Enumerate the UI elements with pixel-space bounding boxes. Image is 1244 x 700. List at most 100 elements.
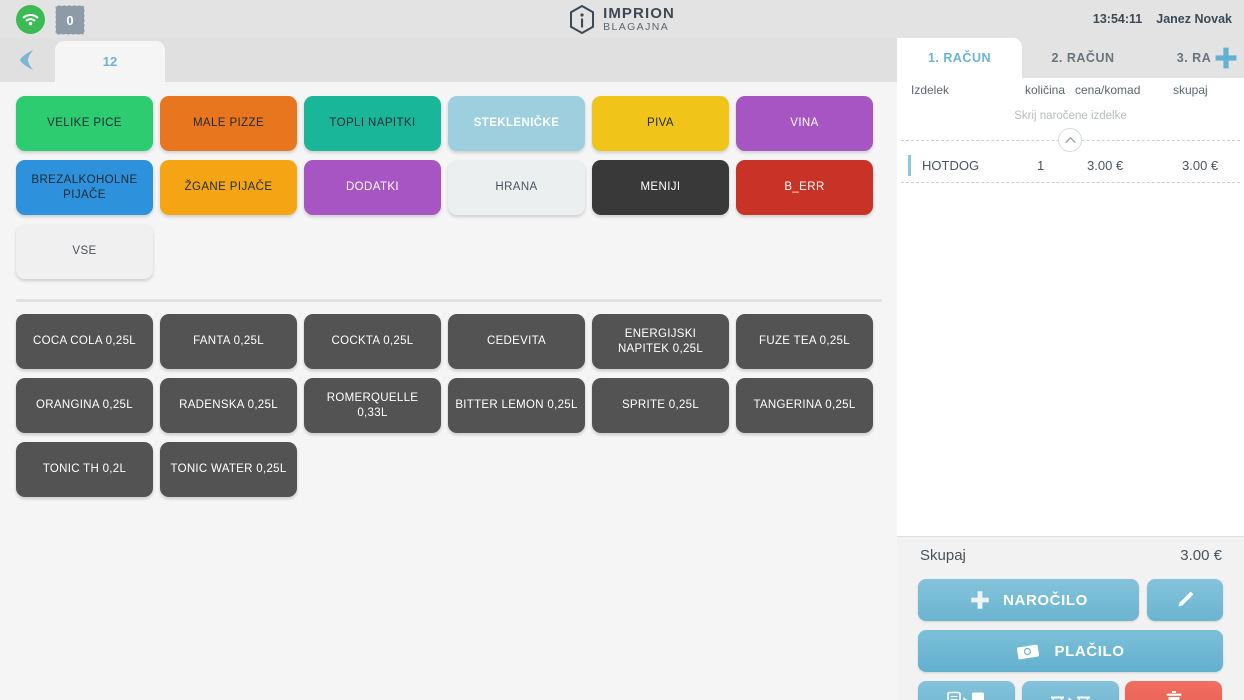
- receipt-panel: 3. RA 2. RAČUN 1. RAČUN Izdelek količina c…: [897, 38, 1244, 700]
- order-button[interactable]: NAROČILO: [918, 579, 1139, 621]
- payment-button[interactable]: PLAČILO: [918, 630, 1223, 672]
- column-header-total: skupaj: [1173, 83, 1208, 97]
- category-button[interactable]: PIVA: [592, 96, 729, 151]
- order-button-label: NAROČILO: [1003, 591, 1088, 609]
- hide-ordered-items-label[interactable]: Skrij naročene izdelke: [1014, 110, 1127, 122]
- pencil-icon: [1178, 591, 1194, 607]
- receipt-tab-label: 2. RAČUN: [1051, 51, 1115, 65]
- product-button-label: RADENSKA 0,25L: [179, 399, 278, 412]
- order-line-name: HOTDOG: [922, 158, 980, 173]
- brand-subtitle: BLAGAJNA: [603, 20, 670, 33]
- receipt-tab[interactable]: 1. RAČUN: [897, 38, 1022, 78]
- product-button-label: TONIC TH 0,2L: [42, 463, 127, 476]
- receipt-tab-label: 3. RA: [1176, 51, 1212, 65]
- product-button[interactable]: TONIC TH 0,2L: [16, 442, 153, 497]
- category-button[interactable]: DODATKI: [304, 160, 441, 215]
- category-button[interactable]: VELIKE PICE: [16, 96, 153, 151]
- product-grid: COCA COLA 0,25L FANTA 0,25L COCKTA 0,25L CE…: [16, 314, 882, 497]
- product-button[interactable]: TONIC WATER 0,25L: [160, 442, 297, 497]
- product-button[interactable]: ROMERQUELLE 0,33L: [304, 378, 441, 433]
- receipt-tab-label: 1. RAČUN: [927, 51, 992, 65]
- dashed-separator: [901, 182, 1240, 183]
- category-button[interactable]: VINA: [736, 96, 873, 151]
- product-button[interactable]: ORANGINA 0,25L: [16, 378, 153, 433]
- clock: 13:54:11: [1092, 12, 1143, 26]
- brand-logo-group: IMPRION BLAGAJNA: [0, 0, 1244, 38]
- category-button-label: TOPLI NAPITKI: [329, 117, 416, 130]
- product-button[interactable]: FANTA 0,25L: [160, 314, 297, 369]
- total-row: Skupaj 3.00 €: [897, 547, 1244, 573]
- wifi-icon[interactable]: [16, 5, 45, 34]
- category-button[interactable]: HRANA: [448, 160, 585, 215]
- category-button[interactable]: TOPLI NAPITKI: [304, 96, 441, 151]
- split-receipt-icon: [946, 691, 984, 700]
- column-header-qty: količina: [1025, 83, 1066, 97]
- total-value: 3.00 €: [1180, 547, 1222, 564]
- edit-order-button[interactable]: [1147, 579, 1223, 621]
- hexagon-logo-icon: [570, 4, 595, 34]
- category-button[interactable]: STEKLENIČKE: [448, 96, 585, 151]
- back-arrow-icon[interactable]: [12, 46, 40, 74]
- product-button[interactable]: SPRITE 0,25L: [592, 378, 729, 433]
- order-line-total: 3.00 €: [1182, 158, 1219, 173]
- user-name: Janez Novak: [1156, 12, 1232, 26]
- table-tab-12[interactable]: 12: [55, 41, 165, 82]
- category-button-label: B_ERR: [784, 181, 825, 194]
- product-button-label: TANGERINA 0,25L: [753, 399, 856, 412]
- product-button-label: COCA COLA 0,25L: [33, 335, 136, 348]
- receipt-tab-bar: 3. RA 2. RAČUN 1. RAČUN: [897, 38, 1244, 78]
- product-button[interactable]: COCA COLA 0,25L: [16, 314, 153, 369]
- product-button[interactable]: FUZE TEA 0,25L: [736, 314, 873, 369]
- product-button-label: BITTER LEMON 0,25L: [455, 399, 578, 412]
- category-button-label: PIVA: [647, 117, 674, 130]
- category-button-label: ŽGANE PIJAČE: [184, 181, 273, 194]
- move-table-button[interactable]: [1022, 681, 1119, 700]
- table-tab-label: 12: [102, 54, 118, 69]
- category-button[interactable]: BREZALKOHOLNE PIJAČE: [16, 160, 153, 215]
- add-receipt-button[interactable]: [1212, 45, 1240, 71]
- plus-icon: [1215, 47, 1237, 69]
- main-panel: VELIKE PICE MALE PIZZE TOPLI NAPITKI STEKLE…: [0, 82, 897, 700]
- column-header-unit-price: cena/komad: [1075, 83, 1141, 97]
- product-button[interactable]: COCKTA 0,25L: [304, 314, 441, 369]
- receipt-footer: Skupaj 3.00 € NAROČILO PLAČILO: [897, 536, 1244, 700]
- category-button[interactable]: MALE PIZZE: [160, 96, 297, 151]
- receipt-items-area: Izdelek količina cena/komad skupaj Skrij…: [897, 78, 1244, 536]
- category-grid: VELIKE PICE MALE PIZZE TOPLI NAPITKI STEKLE…: [16, 96, 882, 279]
- top-bar-right: 13:54:11 Janez Novak: [1093, 0, 1232, 38]
- category-button-label: STEKLENIČKE: [473, 117, 560, 130]
- category-button-label: VSE: [72, 245, 97, 258]
- receipt-tab[interactable]: 3. RA: [1144, 38, 1244, 78]
- category-button-label: DODATKI: [345, 181, 400, 194]
- top-bar: 0 IMPRION BLAGAJNA 13:54:11 Janez Novak: [0, 0, 1244, 38]
- product-button-label: ENERGIJSKI NAPITEK 0,25L: [617, 328, 704, 355]
- receipt-tab[interactable]: 2. RAČUN: [1022, 38, 1144, 78]
- category-button-label: MALE PIZZE: [192, 117, 265, 130]
- product-button[interactable]: CEDEVITA: [448, 314, 585, 369]
- product-button-label: SPRITE 0,25L: [621, 399, 700, 412]
- chevron-up-icon[interactable]: [1058, 128, 1082, 152]
- product-button[interactable]: TANGERINA 0,25L: [736, 378, 873, 433]
- category-button[interactable]: ŽGANE PIJAČE: [160, 160, 297, 215]
- product-button-label: TONIC WATER 0,25L: [170, 463, 287, 476]
- column-header-item: Izdelek: [911, 83, 950, 97]
- category-button[interactable]: B_ERR: [736, 160, 873, 215]
- trash-icon: [1166, 690, 1181, 700]
- ticket-counter-icon[interactable]: 0: [55, 5, 85, 35]
- product-button-label: ORANGINA 0,25L: [36, 399, 133, 412]
- order-line-qty: 1: [1037, 158, 1045, 173]
- category-button[interactable]: VSE: [16, 224, 153, 279]
- product-button[interactable]: ENERGIJSKI NAPITEK 0,25L: [592, 314, 729, 369]
- plus-icon: [971, 591, 989, 609]
- section-divider: [16, 299, 882, 302]
- delete-button[interactable]: [1125, 681, 1222, 700]
- product-button-label: ROMERQUELLE 0,33L: [326, 392, 419, 419]
- product-button[interactable]: BITTER LEMON 0,25L: [448, 378, 585, 433]
- split-receipt-button[interactable]: [918, 681, 1015, 700]
- category-button[interactable]: MENIJI: [592, 160, 729, 215]
- category-button-label: VELIKE PICE: [47, 117, 122, 130]
- product-button-label: COCKTA 0,25L: [331, 335, 414, 348]
- product-button[interactable]: RADENSKA 0,25L: [160, 378, 297, 433]
